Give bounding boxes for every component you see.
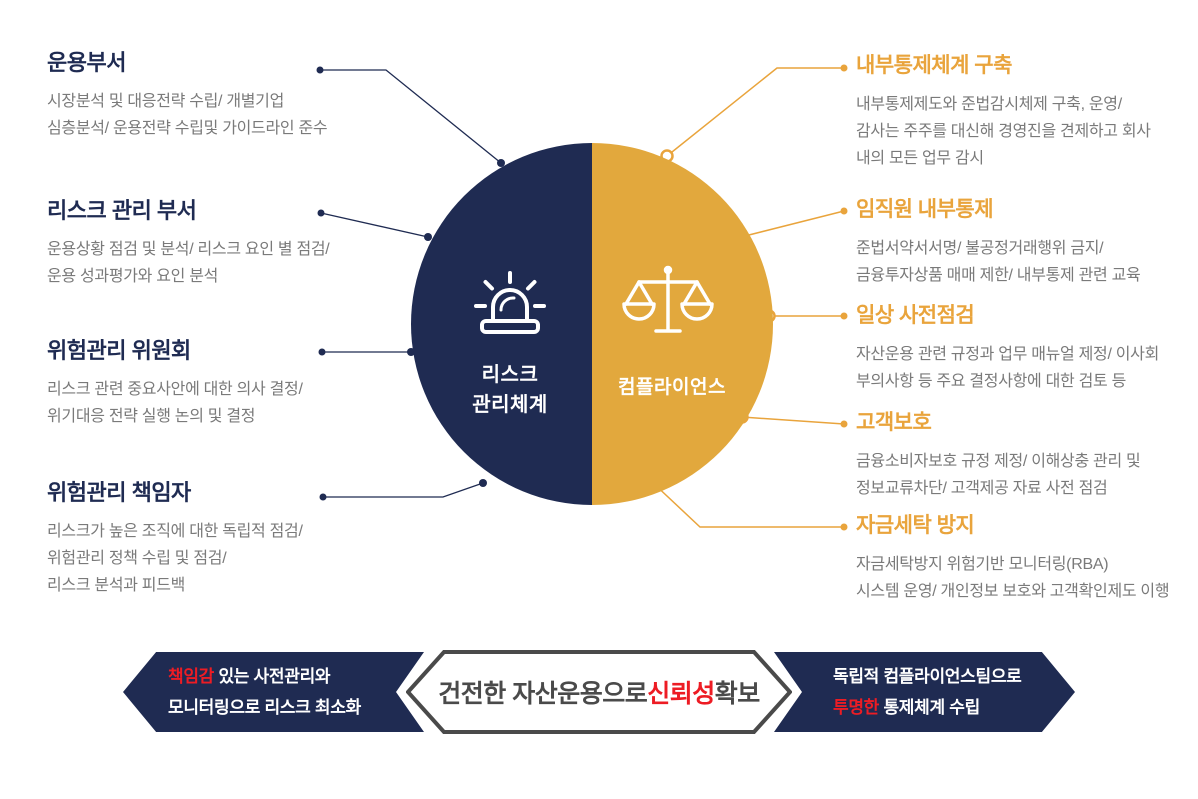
risk-system-label-line1: 리스크 bbox=[481, 364, 539, 386]
banner-right-rest: 통제체계 수립 bbox=[879, 698, 980, 717]
block-body: 리스크가 높은 조직에 대한 독립적 점검/ 위험관리 정책 수립 및 점검/ … bbox=[47, 518, 303, 599]
body-line: 내부통제제도와 준법감시체제 구축, 운영/ bbox=[856, 96, 1122, 113]
block-body: 리스크 관련 중요사안에 대한 의사 결정/ 위기대응 전략 실행 논의 및 결… bbox=[47, 376, 303, 430]
block-body: 자산운용 관련 규정과 업무 매뉴얼 제정/ 이사회 부의사항 등 주요 결정사… bbox=[856, 341, 1159, 395]
body-line: 준법서약서서명/ 불공정거래행위 금지/ bbox=[856, 240, 1104, 257]
banner-center-highlight: 신뢰성 bbox=[647, 680, 715, 708]
body-line: 금융소비자보호 규정 제정/ 이해상충 관리 및 bbox=[856, 453, 1141, 470]
compliance-label: 컴플라이언스 bbox=[618, 377, 726, 398]
right-block-daily-check: 일상 사전점검 자산운용 관련 규정과 업무 매뉴얼 제정/ 이사회 부의사항 … bbox=[856, 303, 1159, 395]
block-title: 임직원 내부통제 bbox=[856, 198, 994, 221]
banner-center-post: 확보 bbox=[714, 680, 761, 708]
risk-system-label-line2: 관리체계 bbox=[472, 394, 548, 416]
connector-risk-officer bbox=[319, 479, 487, 501]
body-line: 감사는 주주를 대신해 경영진을 견제하고 회사 bbox=[856, 123, 1151, 140]
connector-daily-check bbox=[762, 309, 848, 323]
banner-left-line1: 책임감 있는 사전관리와 bbox=[168, 661, 424, 692]
body-line: 위기대응 전략 실행 논의 및 결정 bbox=[47, 408, 256, 425]
banner-right-highlight: 투명한 bbox=[833, 698, 880, 717]
banner-right-line1: 독립적 컴플라이언스팀으로 bbox=[833, 667, 1022, 686]
connector-customer-protection bbox=[735, 410, 848, 428]
banner-left-highlight: 책임감 bbox=[168, 667, 215, 686]
block-body: 준법서약서서명/ 불공정거래행위 금지/ 금융투자상품 매매 제한/ 내부통제 … bbox=[856, 235, 1141, 289]
right-block-internal-control-system: 내부통제체계 구축 내부통제제도와 준법감시체제 구축, 운영/ 감사는 주주를… bbox=[856, 53, 1151, 172]
connector-internal-control-system bbox=[660, 64, 848, 163]
body-line: 리스크 관련 중요사안에 대한 의사 결정/ bbox=[47, 381, 303, 398]
body-line: 자금세탁방지 위험기반 모니터링(RBA) bbox=[856, 556, 1109, 573]
block-title: 위험관리 책임자 bbox=[47, 480, 191, 505]
block-body: 금융소비자보호 규정 제정/ 이해상충 관리 및 정보교류차단/ 고객제공 자료… bbox=[856, 448, 1141, 502]
block-title: 내부통제체계 구축 bbox=[856, 54, 1012, 77]
block-body: 시장분석 및 대응전략 수립/ 개별기업 심층분석/ 운용전략 수립및 가이드라… bbox=[47, 88, 328, 142]
body-line: 금융투자상품 매매 제한/ 내부통제 관련 교육 bbox=[856, 267, 1141, 284]
connector-risk-dept bbox=[317, 209, 432, 241]
body-line: 운용상황 점검 및 분석/ 리스크 요인 별 점검/ bbox=[47, 241, 330, 258]
risk-system-label: 리스크 관리체계 bbox=[420, 360, 600, 420]
block-body: 자금세탁방지 위험기반 모니터링(RBA) 시스템 운영/ 개인정보 보호와 고… bbox=[856, 551, 1170, 605]
banner-center-text: 건전한 자산운용으로 신뢰성 확보 bbox=[406, 650, 792, 734]
right-block-customer-protection: 고객보호 금융소비자보호 규정 제정/ 이해상충 관리 및 정보교류차단/ 고객… bbox=[856, 410, 1141, 502]
left-block-risk-committee: 위험관리 위원회 리스크 관련 중요사안에 대한 의사 결정/ 위기대응 전략 … bbox=[47, 338, 303, 430]
siren-icon bbox=[474, 271, 546, 334]
block-title: 위험관리 위원회 bbox=[47, 338, 191, 363]
body-line: 시장분석 및 대응전략 수립/ 개별기업 bbox=[47, 93, 285, 110]
left-block-risk-dept: 리스크 관리 부서 운용상황 점검 및 분석/ 리스크 요인 별 점검/ 운용 … bbox=[47, 198, 330, 290]
body-line: 리스크 분석과 피드백 bbox=[47, 577, 186, 594]
banner-right-line2: 투명한 통제체계 수립 bbox=[833, 692, 1075, 723]
scales-icon bbox=[622, 265, 714, 333]
block-title: 자금세탁 방지 bbox=[856, 514, 975, 537]
connector-risk-committee bbox=[318, 348, 415, 356]
body-line: 내의 모든 업무 감시 bbox=[856, 150, 984, 167]
body-line: 심층분석/ 운용전략 수립및 가이드라인 준수 bbox=[47, 120, 328, 137]
body-line: 리스크가 높은 조직에 대한 독립적 점검/ bbox=[47, 523, 303, 540]
block-title: 리스크 관리 부서 bbox=[47, 198, 197, 223]
banner-center-box bbox=[406, 650, 792, 734]
block-title: 고객보호 bbox=[856, 411, 932, 434]
banner-center-pre: 건전한 자산운용으로 bbox=[438, 680, 648, 708]
block-body: 내부통제제도와 준법감시체제 구축, 운영/ 감사는 주주를 대신해 경영진을 … bbox=[856, 91, 1151, 172]
banner-right-ribbon: 독립적 컴플라이언스팀으로 투명한 통제체계 수립 bbox=[774, 652, 1075, 732]
right-block-employee-control: 임직원 내부통제 준법서약서서명/ 불공정거래행위 금지/ 금융투자상품 매매 … bbox=[856, 197, 1141, 289]
left-block-operations: 운용부서 시장분석 및 대응전략 수립/ 개별기업 심층분석/ 운용전략 수립및… bbox=[47, 50, 328, 142]
right-block-aml: 자금세탁 방지 자금세탁방지 위험기반 모니터링(RBA) 시스템 운영/ 개인… bbox=[856, 513, 1170, 605]
body-line: 위험관리 정책 수립 및 점검/ bbox=[47, 550, 227, 567]
connector-operations bbox=[316, 66, 505, 167]
body-line: 정보교류차단/ 고객제공 자료 사전 점검 bbox=[856, 480, 1108, 497]
banner-left-rest: 있는 사전관리와 bbox=[214, 667, 331, 686]
body-line: 부의사항 등 주요 결정사항에 대한 검토 등 bbox=[856, 373, 1127, 390]
block-body: 운용상황 점검 및 분석/ 리스크 요인 별 점검/ 운용 성과평가와 요인 분… bbox=[47, 236, 330, 290]
banner-left-line2: 모니터링으로 리스크 최소화 bbox=[168, 698, 361, 717]
left-block-risk-officer: 위험관리 책임자 리스크가 높은 조직에 대한 독립적 점검/ 위험관리 정책 … bbox=[47, 480, 303, 599]
body-line: 운용 성과평가와 요인 분석 bbox=[47, 268, 219, 285]
connector-employee-control bbox=[734, 207, 848, 244]
body-line: 시스템 운영/ 개인정보 보호와 고객확인제도 이행 bbox=[856, 583, 1170, 600]
block-title: 운용부서 bbox=[47, 50, 126, 75]
banner-left-ribbon: 책임감 있는 사전관리와 모니터링으로 리스크 최소화 bbox=[123, 652, 424, 732]
block-title: 일상 사전점검 bbox=[856, 304, 975, 327]
body-line: 자산운용 관련 규정과 업무 매뉴얼 제정/ 이사회 bbox=[856, 346, 1159, 363]
